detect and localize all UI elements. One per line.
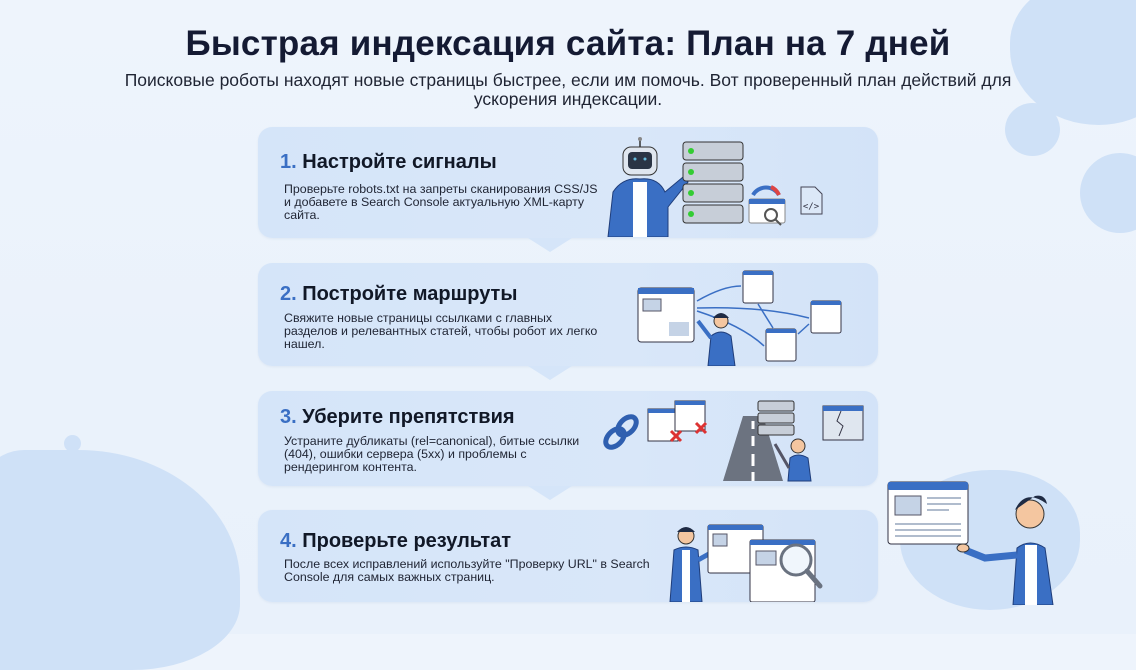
error-pages-icon bbox=[647, 400, 708, 443]
broken-page-icon bbox=[822, 405, 864, 441]
decor-dot-left bbox=[64, 435, 81, 452]
step-title: 2. Постройте маршруты bbox=[280, 283, 517, 306]
magnifier-icon bbox=[779, 543, 823, 589]
step-title: 3. Уберите препятствия bbox=[280, 406, 515, 429]
step-description: После всех исправлений используйте "Пров… bbox=[284, 557, 650, 584]
presenter-illustration bbox=[885, 480, 1085, 605]
step-title-text: Настройте сигналы bbox=[302, 151, 497, 173]
svg-text:</>: </> bbox=[803, 202, 820, 212]
step-title: 1. Настройте сигналы bbox=[280, 151, 497, 174]
step-card-4: 4. Проверьте результат После всех исправ… bbox=[258, 510, 878, 602]
step-title: 4. Проверьте результат bbox=[280, 530, 511, 553]
page-subtitle: Поисковые роботы находят новые страницы … bbox=[124, 70, 1012, 109]
step-title-text: Проверьте результат bbox=[302, 530, 512, 552]
card-pointer bbox=[528, 238, 572, 252]
step-title-text: Уберите препятствия bbox=[302, 406, 515, 428]
presenter-person bbox=[956, 495, 1054, 605]
step-number: 3. bbox=[280, 406, 297, 428]
server-icon bbox=[757, 400, 795, 436]
step-title-text: Постройте маршруты bbox=[302, 283, 518, 305]
person bbox=[669, 527, 718, 602]
step-card-3: 3. Уберите препятствия Устраните дублика… bbox=[258, 391, 878, 500]
card-pointer bbox=[528, 366, 572, 380]
linked-pages-illustration bbox=[633, 266, 873, 366]
step-card-1: 1. Настройте сигналы Проверьте robots.tx… bbox=[258, 127, 878, 252]
search-console-icon bbox=[748, 185, 786, 226]
step-number: 2. bbox=[280, 283, 297, 305]
decor-blob-bottom-left bbox=[0, 450, 240, 670]
robot-server-illustration: </> bbox=[603, 137, 833, 237]
card-pointer bbox=[528, 486, 572, 500]
step-number: 1. bbox=[280, 151, 297, 173]
step-number: 4. bbox=[280, 530, 297, 552]
step-card-2: 2. Постройте маршруты Свяжите новые стра… bbox=[258, 263, 878, 380]
step-description: Проверьте robots.txt на запреты сканиров… bbox=[284, 182, 598, 222]
url-inspection-illustration bbox=[658, 520, 858, 602]
xml-file-icon: </> bbox=[800, 186, 823, 215]
step-description: Устраните дубликаты (rel=canonical), бит… bbox=[284, 434, 580, 474]
decor-blob-right-mid bbox=[1080, 153, 1136, 233]
page-title: Быстрая индексация сайта: План на 7 дней bbox=[185, 24, 951, 63]
step-description: Свяжите новые страницы ссылками с главны… bbox=[284, 311, 598, 351]
decor-blob-right-small bbox=[1005, 103, 1060, 156]
browser-window-icon bbox=[887, 481, 969, 545]
server-rack-icon bbox=[682, 141, 744, 224]
main-page-icon bbox=[637, 287, 695, 343]
mechanic-person bbox=[773, 438, 812, 482]
road-repair-illustration bbox=[603, 396, 873, 486]
broken-link-icon bbox=[603, 414, 639, 450]
